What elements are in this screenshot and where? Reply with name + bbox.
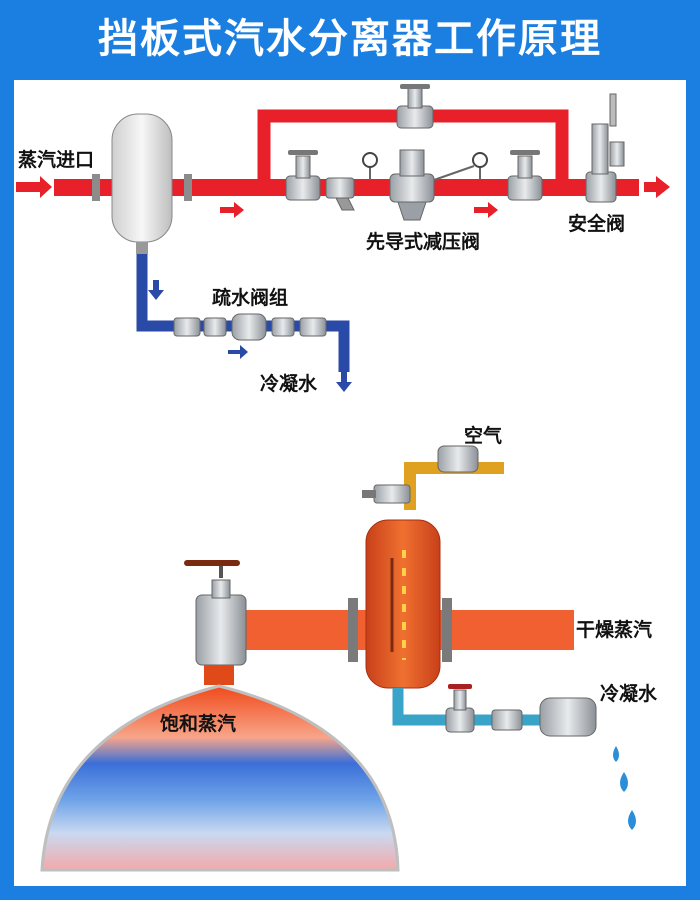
air-vent-valve-icon — [437, 445, 479, 473]
gate-valve-icon — [507, 150, 543, 201]
vent-valve-icon — [362, 484, 411, 504]
drain-valve-group-icon — [173, 313, 327, 341]
safety-valve-icon — [585, 93, 625, 203]
pressure-gauge-icon — [362, 152, 378, 180]
main-steam-valve-icon — [184, 560, 247, 685]
prv-valve-icon — [389, 149, 475, 221]
flow-arrow-icon — [220, 202, 244, 218]
air-pipe — [404, 462, 504, 510]
boiler-vessel-icon — [40, 684, 400, 872]
label-condensate-bottom: 冷凝水 — [600, 682, 658, 705]
drain-down-arrow-icon — [148, 280, 164, 300]
strainer-icon — [325, 177, 355, 211]
tank-outlet-flange — [184, 174, 192, 201]
flange-right — [442, 598, 452, 662]
drain-flow-arrow-icon — [228, 345, 248, 359]
page-title: 挡板式汽水分离器工作原理 — [98, 16, 602, 62]
flow-arrow-icon — [474, 202, 498, 218]
bypass-valve-icon — [396, 84, 434, 129]
condensate-down-arrow-icon — [336, 372, 352, 392]
inlet-arrow-icon — [16, 176, 52, 198]
label-pilot-prv: 先导式减压阀 — [366, 230, 480, 253]
flange-left — [348, 598, 358, 662]
label-dry-steam: 干燥蒸汽 — [576, 618, 652, 641]
water-drops-icon — [613, 746, 636, 830]
gate-valve-icon — [285, 150, 321, 201]
label-drain-valve-group: 疏水阀组 — [212, 286, 288, 309]
outlet-arrow-icon — [644, 176, 670, 198]
tank-separator-icon — [111, 113, 173, 254]
diagram-canvas: 蒸汽进口 先导式减压阀 安全阀 疏水阀组 冷凝水 — [16, 84, 670, 872]
dry-steam-pipe — [450, 610, 574, 650]
label-saturated-steam: 饱和蒸汽 — [160, 712, 236, 735]
label-steam-inlet: 蒸汽进口 — [18, 148, 94, 171]
inlet-flange — [92, 174, 100, 201]
baffle-separator-icon — [365, 519, 441, 689]
label-condensate-top: 冷凝水 — [260, 372, 318, 395]
diagram-panel: 蒸汽进口 先导式减压阀 安全阀 疏水阀组 冷凝水 — [14, 80, 686, 886]
pressure-gauge-icon — [472, 152, 488, 180]
label-safety-valve: 安全阀 — [568, 212, 625, 235]
steam-trap-icon — [491, 697, 597, 737]
drain-gate-valve-icon — [445, 684, 475, 733]
label-air: 空气 — [464, 424, 502, 447]
